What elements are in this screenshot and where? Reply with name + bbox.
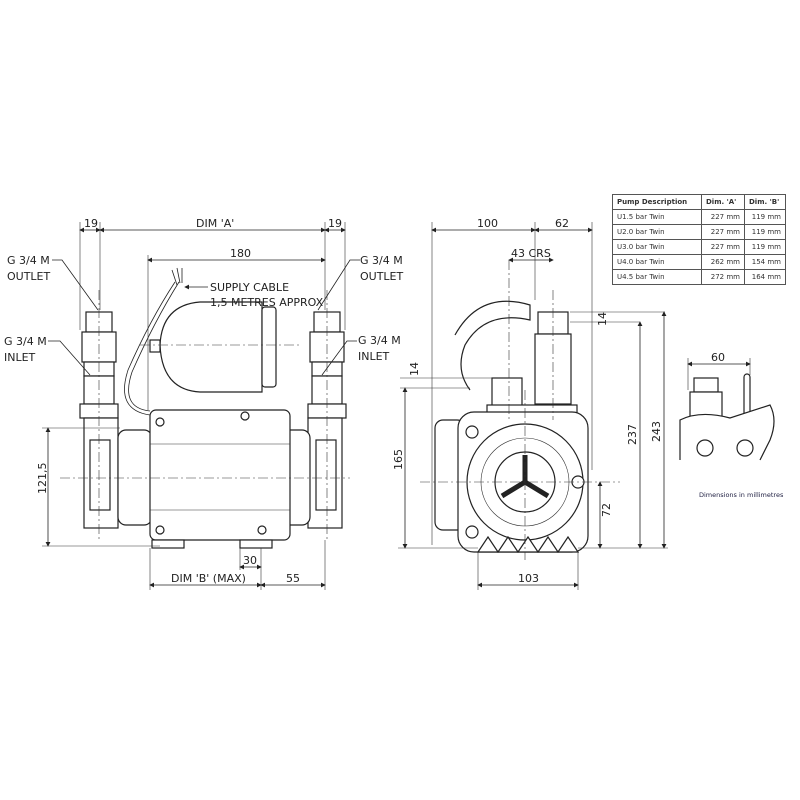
dim-b-value: 119 mm [744,224,786,240]
outlet-right-line2: OUTLET [360,270,404,283]
dim-a-value: 262 mm [701,254,745,270]
units-note: Dimensions in millimetres [699,491,784,499]
dim-19-left: 19 [84,217,98,230]
outlet-left-line1: G 3/4 M [7,254,50,267]
dim-72: 72 [600,503,613,517]
pump-description: U4.0 bar Twin [612,254,702,270]
dim-a-value: 227 mm [701,224,745,240]
dim-a-value: 272 mm [701,269,745,285]
header-dim-b: Dim. 'B' [744,194,786,210]
dim-b-label: DIM 'B' (MAX) [171,572,246,585]
side-view-pump [420,260,620,560]
header-pump-description: Pump Description [612,194,702,210]
dim-180: 180 [230,247,251,260]
dim-a-value: 227 mm [701,209,745,225]
pump-description: U1.5 bar Twin [612,209,702,225]
pump-description: U2.0 bar Twin [612,224,702,240]
dim-100: 100 [477,217,498,230]
dim-14-left: 14 [408,362,421,376]
dim-121-5: 121,5 [36,463,49,495]
outlet-left-line2: OUTLET [7,270,51,283]
inlet-left-line2: INLET [4,351,36,364]
inset-view: 60 [679,351,775,461]
side-view-dimensions: 100 62 43 CRS 14 14 165 237 243 72 103 [392,217,668,590]
dim-b-value: 119 mm [744,209,786,225]
dim-a-label: DIM 'A' [196,217,234,230]
dim-14-top: 14 [596,312,609,326]
header-dim-a: Dim. 'A' [701,194,745,210]
dim-b-value: 164 mm [744,269,786,285]
pump-description: U4.5 bar Twin [612,269,702,285]
front-view-pump [60,267,350,549]
dim-19-right: 19 [328,217,342,230]
inlet-right-line2: INLET [358,350,390,363]
pump-description: U3.0 bar Twin [612,239,702,255]
dim-243: 243 [650,421,663,442]
dim-237: 237 [626,424,639,445]
supply-cable-line2: 1,5 METRES APPROX [210,296,324,309]
dim-55: 55 [286,572,300,585]
dim-b-value: 154 mm [744,254,786,270]
dim-b-value: 119 mm [744,239,786,255]
dim-62: 62 [555,217,569,230]
pump-dimensions-table: Pump Description Dim. 'A' Dim. 'B' U1.5 … [612,194,786,285]
table-header-row: Pump Description Dim. 'A' Dim. 'B' [612,194,786,210]
supply-cable-line1: SUPPLY CABLE [210,281,289,294]
dim-60: 60 [711,351,725,364]
inlet-right-line1: G 3/4 M [358,334,401,347]
inlet-left-line1: G 3/4 M [4,335,47,348]
dim-103: 103 [518,572,539,585]
front-view-dimensions: 19 DIM 'A' 19 180 G 3/4 M OUTLET G 3/4 M… [4,217,404,590]
dim-43-crs: 43 CRS [511,247,551,260]
dim-30: 30 [243,554,257,567]
dim-a-value: 227 mm [701,239,745,255]
dim-165: 165 [392,449,405,470]
outlet-right-line1: G 3/4 M [360,254,403,267]
